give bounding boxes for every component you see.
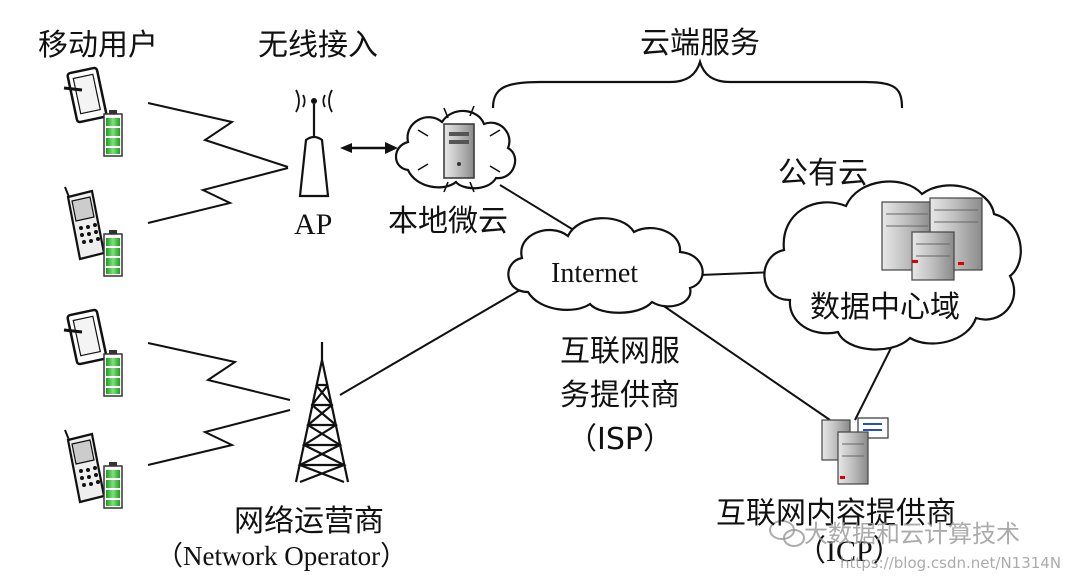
network-operator-label: 网络运营商 [234, 504, 384, 539]
wireless-link-3 [147, 342, 291, 401]
phone-icon [64, 186, 106, 261]
tablet-icon [63, 66, 108, 124]
wireless-link-1 [147, 102, 289, 168]
network-operator-en-label: （Network Operator） [156, 541, 408, 571]
wireless-link-4 [147, 409, 291, 466]
icp-label: 互联网内容提供商 [716, 496, 956, 531]
mobile-users-label: 移动用户 [38, 28, 158, 63]
link-internet-public-cloud [699, 271, 776, 276]
wireless-links [147, 102, 291, 466]
wechat-logo [769, 520, 805, 547]
local-cloudlet-icon [394, 105, 517, 193]
local-cloudlet-label: 本地微云 [388, 204, 508, 239]
public-cloud-label: 公有云 [778, 156, 868, 191]
link-public-cloud-icp [854, 339, 896, 421]
cloudlet-rays [417, 105, 501, 193]
wireless-access-label: 无线接入 [258, 28, 378, 63]
watermark-url: https://blog.csdn.net/N1314N [840, 554, 1062, 572]
icp-server-icon [821, 417, 889, 485]
cell-tower-icon [294, 342, 350, 484]
phone-icon [64, 429, 106, 504]
access-point-icon [295, 89, 333, 198]
battery-icon [103, 110, 123, 157]
isp-label-line-1: 互联网服 [560, 334, 680, 369]
battery-icon [103, 230, 123, 277]
internet-cloud-icon [507, 217, 704, 314]
icp-label-en: （ICP） [796, 535, 903, 568]
cloud-services-brace [491, 58, 904, 109]
ap-to-cloudlet-arrow [340, 142, 398, 154]
internet-label: Internet [551, 258, 639, 289]
watermark-brand: 大数据和云计算技术 [804, 520, 1020, 548]
data-center-label: 数据中心域 [810, 290, 960, 325]
ap-label: AP [294, 208, 333, 241]
server-icon [443, 123, 475, 179]
isp-label-line-2: 务提供商 [560, 378, 680, 413]
battery-icon [103, 462, 123, 509]
link-tower-internet [339, 289, 521, 396]
wireless-link-2 [147, 167, 289, 224]
isp-label: 互联网服 务提供商 （ISP） [540, 326, 700, 458]
datacenter-server-icon [881, 197, 983, 281]
isp-label-line-3: （ISP） [567, 422, 673, 457]
battery-icon [103, 350, 123, 397]
cloud-services-label: 云端服务 [640, 26, 760, 61]
tablet-icon [63, 308, 108, 366]
link-internet-icp [654, 299, 831, 421]
